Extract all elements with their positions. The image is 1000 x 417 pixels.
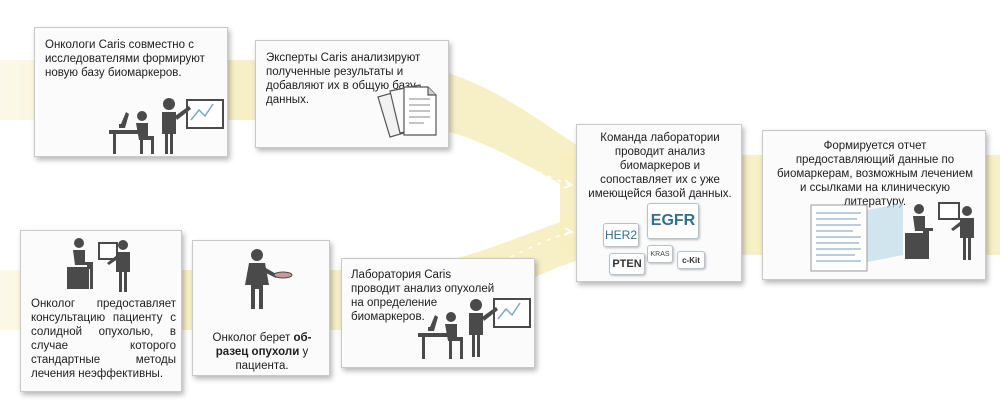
step-card-report: Формируется отчет предоставляющий данные… (762, 130, 986, 280)
arrow-head-top (563, 179, 574, 189)
documents-stack-icon (377, 84, 437, 138)
doctor-patient-icon (67, 238, 130, 292)
doctor-sample-icon (245, 249, 293, 309)
step-card-oncologists-research: Онкологи Caris совместно с исследователя… (34, 27, 228, 157)
step-text: Онкологи Caris совместно с исследователя… (45, 39, 205, 79)
step-text-part: Онколог берет (212, 332, 294, 344)
biomarker-kras: KRAS (647, 245, 673, 263)
arrow-dashes (454, 139, 571, 281)
step-card-lab-analysis: Лаборатория Caris проводит анализ опухол… (341, 258, 535, 368)
biomarker-egfr: EGFR (647, 203, 699, 239)
step-text: Онколог берет об-разец опухоли у пациент… (201, 331, 323, 373)
step-card-oncologist-sample: Онколог берет об-разец опухоли у пациент… (192, 240, 330, 376)
researcher-microscope-board-icon (109, 98, 224, 154)
step-card-oncologist-consult: Онколог предоставляет консультацию пацие… (20, 230, 182, 392)
biomarker-her2: HER2 (603, 223, 639, 247)
step-text: Эксперты Caris анализируют полученные ре… (266, 52, 421, 106)
report-presentation-icon (810, 202, 974, 272)
arrow-head-bottom (563, 227, 574, 236)
step-text: Лаборатория Caris проводит анализ опухол… (351, 269, 495, 323)
step-text: Формируется отчет предоставляющий данные… (776, 140, 974, 208)
biomarker-ckit: c-Kit (677, 251, 705, 269)
step-text: Команда лаборатории проводит анализ биом… (588, 132, 732, 200)
step-card-experts-analyze: Эксперты Caris анализируют полученные ре… (255, 40, 449, 148)
biomarker-pten: PTEN (609, 253, 645, 275)
step-text: Онколог предоставляет консультацию пацие… (31, 298, 176, 380)
lab-microscope-board-icon (418, 298, 531, 359)
step-text-emphasis: об-разец опухоли (215, 332, 312, 358)
step-text-part: у пациента. (235, 346, 309, 372)
step-card-lab-team: Команда лаборатории проводит анализ биом… (576, 124, 742, 282)
